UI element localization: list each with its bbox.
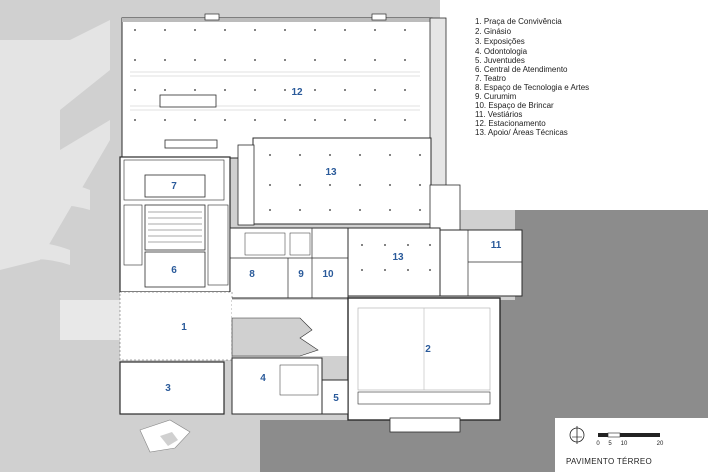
room-number-5: 5	[333, 393, 339, 404]
room-number-12: 12	[291, 87, 303, 98]
tech-lower-columns	[361, 244, 431, 271]
room-number-1: 1	[181, 322, 187, 333]
gym-stands	[357, 391, 491, 405]
legend-item: 9. Curumim	[475, 92, 517, 101]
legend: 1. Praça de Convivência 2. Ginásio 3. Ex…	[475, 17, 589, 137]
legend-item: 6. Central de Atendimento	[475, 65, 568, 74]
landscape-feature-2	[160, 432, 178, 446]
legend-item: 8. Espaço de Tecnologia e Artes	[475, 83, 589, 92]
curve-path	[0, 182, 90, 225]
tech-annex	[429, 184, 461, 231]
room-number-13-lower: 13	[392, 252, 404, 263]
parking-columns	[134, 29, 406, 121]
paper-area	[440, 0, 708, 210]
small-rooms	[244, 232, 286, 256]
service-lobby	[144, 251, 206, 288]
room-number-7: 7	[171, 181, 177, 192]
stair-top-right	[371, 13, 387, 21]
legend-item: 12. Estacionamento	[475, 119, 546, 128]
scale-tick-label: 10	[621, 441, 628, 447]
road-median	[60, 70, 110, 150]
room-number-11: 11	[491, 240, 502, 251]
room-number-9: 9	[298, 269, 304, 280]
tech-block-lower	[347, 227, 441, 297]
legend-item: 11. Vestiários	[475, 110, 522, 119]
room-number-3: 3	[165, 383, 171, 394]
legend-item: 2. Ginásio	[475, 27, 512, 36]
theatre-side-rooms	[123, 204, 143, 266]
dentistry-rooms	[279, 364, 319, 396]
scale-bar: 0 5 10 20	[596, 432, 664, 447]
room-number-4: 4	[260, 373, 266, 384]
service-core	[237, 144, 255, 226]
legend-item: 10. Espaço de Brincar	[475, 101, 554, 110]
curve-path-2	[0, 242, 70, 268]
youth	[321, 379, 349, 415]
plaza	[119, 291, 233, 361]
room-number-8: 8	[249, 269, 255, 280]
north-arrow-icon	[569, 426, 585, 444]
tech-block-upper	[252, 137, 432, 225]
legend-item: 3. Exposições	[475, 37, 525, 46]
small-rooms-2	[289, 232, 311, 256]
parking-edge	[122, 18, 432, 22]
legend-item: 13. Apoio/ Áreas Técnicas	[475, 128, 568, 137]
legend-item: 1. Praça de Convivência	[475, 17, 562, 26]
seating	[144, 204, 206, 251]
room-number-2: 2	[425, 344, 431, 355]
parking-block	[121, 17, 433, 159]
stage	[144, 174, 206, 198]
legend-item: 4. Odontologia	[475, 47, 528, 56]
parking-ramp-2	[164, 139, 218, 149]
legend-item: 5. Juventudes	[475, 56, 525, 65]
scale-tick-label: 20	[657, 441, 664, 447]
gym-entry	[389, 417, 461, 433]
legend-item: 7. Teatro	[475, 74, 507, 83]
plan-caption: PAVIMENTO TÉRREO	[566, 457, 652, 466]
tech-columns	[269, 154, 421, 211]
sidewalk	[60, 300, 120, 340]
room-number-10: 10	[322, 269, 334, 280]
seating-rows	[148, 211, 202, 243]
room-number-13-upper: 13	[325, 167, 337, 178]
exhibition-hall	[119, 361, 225, 415]
scale-tick-label: 0	[596, 441, 600, 447]
locker-block	[439, 229, 523, 297]
courtyard-planter	[231, 317, 319, 357]
theatre-side-rooms-right	[207, 204, 229, 286]
paper-area-bottom	[555, 418, 708, 472]
room-number-6: 6	[171, 265, 177, 276]
scale-tick-label: 5	[608, 441, 612, 447]
stair-top-left	[204, 13, 220, 21]
parking-ramp	[159, 94, 217, 108]
